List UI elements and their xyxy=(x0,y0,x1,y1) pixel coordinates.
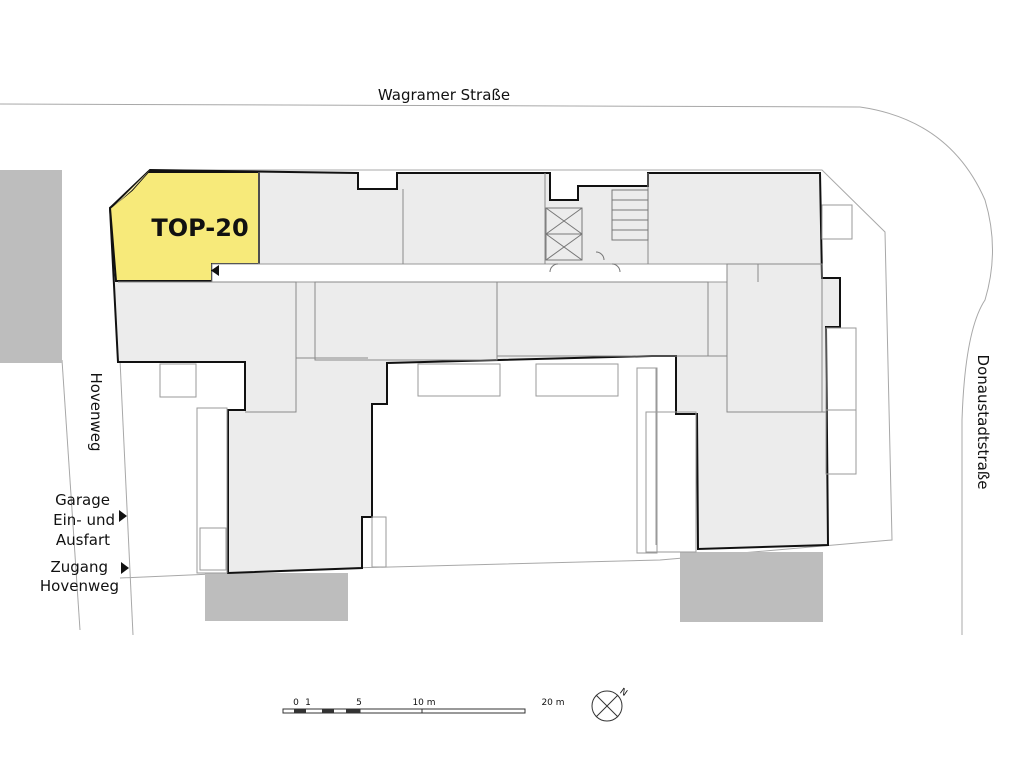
garage-label-line1: Garage xyxy=(55,491,110,509)
unit-label: TOP-20 xyxy=(151,214,248,242)
neighbor-building-south-east xyxy=(680,552,823,622)
entrance-label-line2: Hovenweg xyxy=(40,577,119,595)
scale-tick-5: 5 xyxy=(356,698,362,708)
wagramer-strasse-edge xyxy=(0,103,993,635)
garage-label-line2: Ein- und xyxy=(53,511,115,529)
corridor xyxy=(211,263,728,283)
stair-core xyxy=(545,189,649,273)
north-label: N xyxy=(618,687,629,699)
neighbor-building-west xyxy=(0,170,62,363)
entrance-label-line1: Zugang xyxy=(50,558,108,576)
street-label-west: Hovenweg xyxy=(87,372,105,451)
scale-tick-20: 20 m xyxy=(541,698,564,708)
scale-tick-0: 0 xyxy=(293,698,299,708)
street-label-east: Donaustadtstraße xyxy=(974,355,992,490)
entrance-marker-icon xyxy=(211,265,219,276)
north-arrow: N xyxy=(591,687,629,722)
hovenweg-edge-left xyxy=(61,359,81,631)
entrance-arrow-icon xyxy=(121,562,129,574)
hovenweg-edge-right xyxy=(119,359,134,636)
site-details xyxy=(159,204,857,574)
scale-tick-10: 10 m xyxy=(412,698,435,708)
unit-top-20-balcony xyxy=(112,170,150,208)
garage-label-line3: Ausfart xyxy=(56,531,110,549)
neighbor-building-south-west xyxy=(205,573,348,621)
scale-bar: 0 1 5 10 m 20 m xyxy=(282,698,565,714)
street-label-north: Wagramer Straße xyxy=(378,86,510,104)
neighbor-buildings xyxy=(0,170,823,622)
garage-arrow-icon xyxy=(119,510,127,522)
scale-tick-1: 1 xyxy=(305,698,311,708)
